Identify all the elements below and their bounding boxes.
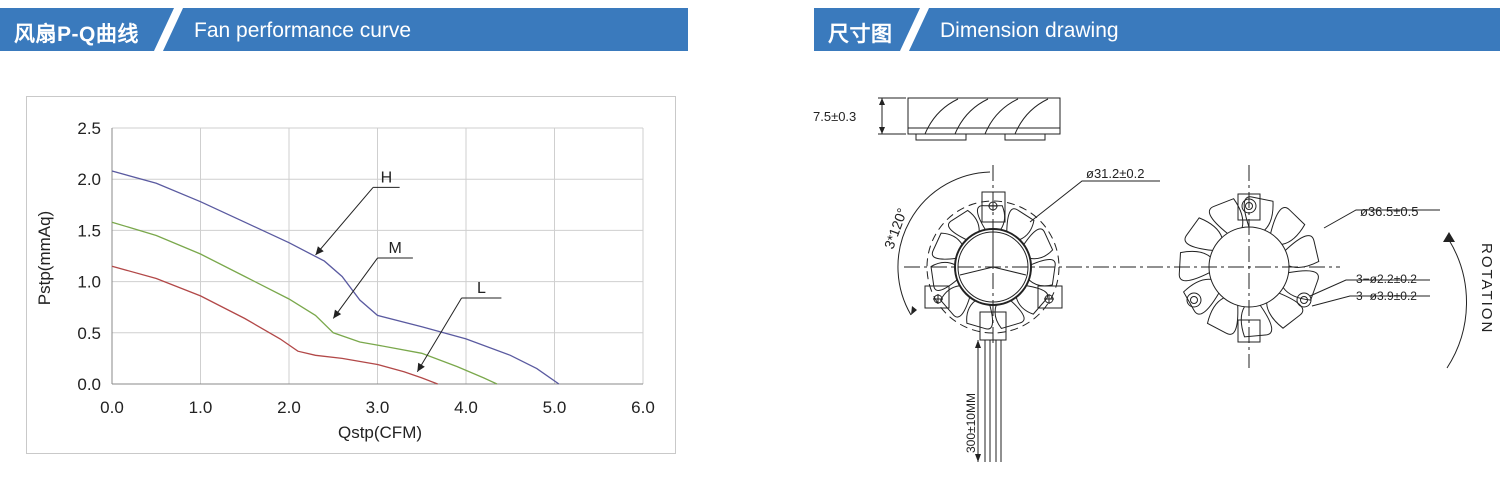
y-tick-label: 1.5	[77, 221, 101, 240]
banner-title-cn: 尺寸图	[828, 23, 893, 46]
chart-frame	[26, 96, 676, 454]
leader-line	[315, 187, 374, 256]
thickness-label: 7.5±0.3	[813, 109, 856, 124]
fan-blade	[1282, 270, 1319, 301]
y-tick-label: 2.5	[77, 119, 101, 138]
fan-blade	[1266, 292, 1304, 329]
fan-blade	[1206, 297, 1239, 335]
leader-arrowhead	[333, 309, 342, 319]
x-tick-label: 4.0	[454, 398, 478, 417]
fan-blade	[966, 300, 994, 330]
y-axis-label: Pstp(mmAq)	[35, 211, 54, 305]
leader-line	[416, 297, 463, 372]
fan-blade	[1285, 235, 1320, 269]
y-tick-label: 1.0	[77, 273, 101, 292]
series-label-L: L	[477, 280, 486, 297]
fan-blade	[1270, 207, 1306, 245]
chart-ticks: 0.0 1.0 2.0 3.0 4.0 5.0 6.0 0.0 0.5 1.0 1.5 2.0 2.5	[77, 119, 654, 417]
fan-blade	[1208, 198, 1244, 234]
banner-dimension-drawing: 尺寸图 Dimension drawing	[814, 8, 1500, 51]
x-tick-label: 1.0	[189, 398, 213, 417]
fan-blade	[1023, 228, 1054, 260]
fan-blade	[1243, 196, 1274, 231]
series-line-M	[111, 221, 498, 385]
x-tick-label: 6.0	[631, 398, 655, 417]
x-tick-label: 0.0	[100, 398, 124, 417]
fan-blade	[1182, 278, 1220, 315]
front-diameter-label: ø31.2±0.2	[1086, 166, 1144, 181]
x-tick-label: 2.0	[277, 398, 301, 417]
fan-blade	[1178, 250, 1211, 282]
fan-blade	[1028, 259, 1056, 287]
banner-fan-curve: 风扇P-Q曲线 Fan performance curve	[0, 8, 688, 51]
series-label-H: H	[381, 169, 393, 186]
series-label-M: M	[389, 240, 402, 257]
leader-line	[332, 257, 378, 319]
x-tick-label: 3.0	[366, 398, 390, 417]
series-line-H	[111, 170, 560, 385]
large-hole-label: 3−ø3.9±0.2	[1356, 289, 1417, 303]
leader-arrowhead	[315, 246, 324, 255]
fan-side-view	[878, 97, 1061, 141]
fan-blade	[1015, 285, 1049, 315]
fan-blade	[1006, 208, 1035, 241]
back-diameter-label: ø36.5±0.5	[1360, 204, 1418, 219]
fan-blade	[930, 261, 958, 291]
banner-title-cn: 风扇P-Q曲线	[14, 23, 139, 46]
x-axis-label: Qstp(CFM)	[338, 423, 422, 442]
y-tick-label: 2.0	[77, 170, 101, 189]
fan-back-view	[1178, 165, 1440, 368]
fan-blade	[1184, 217, 1223, 251]
chart-series: H M L	[111, 169, 560, 385]
fan-blade	[940, 285, 971, 318]
y-tick-label: 0.0	[77, 375, 101, 394]
y-tick-label: 0.5	[77, 324, 101, 343]
cable-length-label: 300±10MM	[964, 393, 978, 453]
fan-front-view	[897, 165, 1160, 462]
fan-blade	[931, 232, 963, 260]
leader-arrowhead	[417, 362, 425, 372]
series-line-L	[111, 265, 438, 385]
chart-grid	[111, 127, 644, 385]
fan-blade	[1240, 305, 1273, 338]
rotation-label: ROTATION	[1478, 243, 1495, 334]
banner-title-en: Fan performance curve	[194, 19, 412, 42]
rotation-arrow	[1443, 232, 1467, 369]
fan-blade	[948, 209, 980, 241]
small-hole-label: 3−ø2.2±0.2	[1356, 272, 1417, 286]
x-tick-label: 5.0	[543, 398, 567, 417]
banner-title-en: Dimension drawing	[940, 19, 1119, 42]
